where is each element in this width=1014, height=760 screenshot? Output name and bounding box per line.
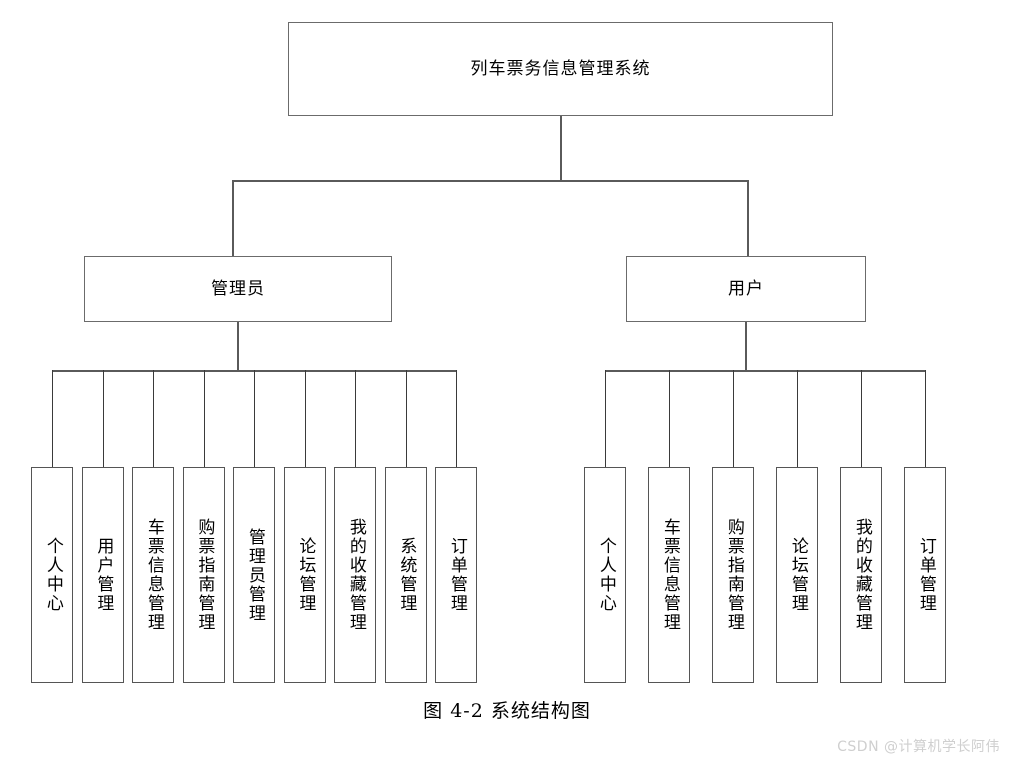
leaf-node-label: 订单管理 — [446, 537, 467, 613]
leaf-node-label: 用户管理 — [93, 537, 114, 613]
leaf-node-label: 论坛管理 — [787, 537, 808, 613]
leaf-node-label: 我的收藏管理 — [345, 518, 366, 632]
leaf-node-label: 个人中心 — [595, 537, 616, 613]
leaf-node-label: 论坛管理 — [295, 537, 316, 613]
leaf-node-label: 系统管理 — [396, 537, 417, 613]
leaf-node-label: 购票指南管理 — [194, 518, 215, 632]
connector-leaf-drop — [254, 370, 256, 467]
root-node: 列车票务信息管理系统 — [288, 22, 833, 116]
connector-leaf-drop — [304, 370, 306, 467]
leaf-node-label: 我的收藏管理 — [851, 518, 872, 632]
leaf-node-label: 管理员管理 — [244, 527, 265, 623]
branch-node-admin: 管理员 — [84, 256, 392, 322]
leaf-node-admin-1: 用户管理 — [81, 467, 124, 683]
leaf-node-label: 购票指南管理 — [723, 518, 744, 632]
connector-admin-stem — [237, 322, 239, 370]
connector-leaf-drop — [797, 370, 799, 467]
leaf-node-label: 车票信息管理 — [659, 518, 680, 632]
watermark: CSDN @计算机学长阿伟 — [837, 739, 1000, 755]
connector-root-stem — [560, 116, 562, 180]
leaf-node-admin-7: 系统管理 — [384, 467, 427, 683]
connector-to-user — [747, 180, 749, 256]
leaf-node-user-4: 我的收藏管理 — [840, 467, 882, 683]
leaf-node-label: 订单管理 — [915, 537, 936, 613]
connector-leaf-drop — [203, 370, 205, 467]
branch-node-admin-label: 管理员 — [211, 278, 265, 299]
connector-level2-bus — [232, 180, 749, 182]
connector-leaf-drop — [405, 370, 407, 467]
connector-leaf-drop — [669, 370, 671, 467]
leaf-node-user-1: 车票信息管理 — [648, 467, 690, 683]
connector-leaf-drop — [861, 370, 863, 467]
connector-user-stem — [745, 322, 747, 370]
leaf-node-label: 个人中心 — [42, 537, 63, 613]
root-node-label: 列车票务信息管理系统 — [470, 58, 651, 79]
figure-caption: 图 4-2 系统结构图 — [423, 700, 591, 722]
leaf-node-admin-3: 购票指南管理 — [182, 467, 225, 683]
leaf-node-admin-0: 个人中心 — [31, 467, 73, 683]
branch-node-user-label: 用户 — [728, 278, 764, 299]
leaf-node-admin-6: 我的收藏管理 — [334, 467, 376, 683]
leaf-node-admin-4: 管理员管理 — [233, 467, 275, 683]
connector-leaf-drop — [355, 370, 357, 467]
leaf-node-admin-8: 订单管理 — [435, 467, 477, 683]
connector-leaf-drop — [733, 370, 735, 467]
branch-node-user: 用户 — [626, 256, 866, 322]
leaf-node-user-5: 订单管理 — [904, 467, 946, 683]
leaf-node-admin-5: 论坛管理 — [283, 467, 326, 683]
connector-leaf-drop — [102, 370, 104, 467]
connector-leaf-drop — [52, 370, 54, 467]
connector-leaf-drop — [605, 370, 607, 467]
connector-leaf-drop — [153, 370, 155, 467]
connector-leaf-drop — [925, 370, 927, 467]
connector-leaf-bus-user — [605, 370, 925, 372]
leaf-node-user-0: 个人中心 — [584, 467, 626, 683]
connector-to-admin — [232, 180, 234, 256]
leaf-node-user-3: 论坛管理 — [776, 467, 818, 683]
leaf-node-admin-2: 车票信息管理 — [132, 467, 174, 683]
leaf-node-user-2: 购票指南管理 — [712, 467, 754, 683]
leaf-node-label: 车票信息管理 — [143, 518, 164, 632]
connector-leaf-drop — [456, 370, 458, 467]
